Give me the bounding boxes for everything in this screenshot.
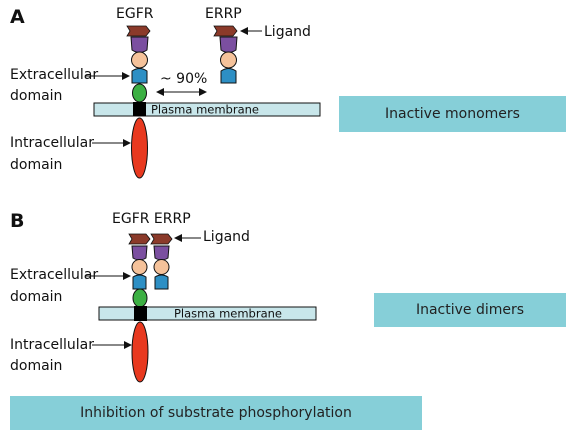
purple-domain-errp-a bbox=[219, 36, 238, 53]
ligand-label: Ligand bbox=[264, 24, 311, 40]
panel-a-letter: A bbox=[10, 6, 25, 28]
transmembrane-b bbox=[134, 306, 147, 321]
purple-domain-b bbox=[131, 245, 148, 261]
green-domain-b bbox=[132, 288, 148, 308]
plasma-membrane-label-a: Plasma membrane bbox=[151, 103, 259, 117]
inhibition-box: Inhibition of substrate phosphorylation bbox=[10, 396, 422, 430]
panel-b-letter: B bbox=[10, 210, 25, 232]
intracellular-label: Intracellular bbox=[10, 135, 95, 151]
ligand-label-b: Ligand bbox=[203, 229, 250, 245]
ligand-egfr-b bbox=[128, 233, 151, 245]
inactive-dimers-box: Inactive dimers bbox=[374, 293, 566, 327]
blue-domain-errp-b bbox=[154, 274, 169, 290]
peach-domain-b bbox=[131, 259, 148, 275]
egfr-receptor-a bbox=[126, 25, 151, 179]
similarity-label: ~ 90% bbox=[160, 71, 208, 87]
peach-domain-errp-a bbox=[220, 51, 237, 69]
transmembrane-a bbox=[133, 102, 146, 116]
extracellular-domain-label-b: domain bbox=[10, 289, 63, 305]
egfr-errp-label: EGFR ERRP bbox=[112, 211, 191, 227]
extracellular-domain-label: domain bbox=[10, 88, 63, 104]
inactive-monomers-box: Inactive monomers bbox=[339, 96, 566, 132]
ligand-egfr-a bbox=[126, 25, 151, 37]
intracellular-domain-label: domain bbox=[10, 157, 63, 173]
blue-domain-a bbox=[131, 68, 148, 84]
plasma-membrane-a bbox=[93, 102, 321, 117]
blue-domain-b bbox=[132, 274, 147, 290]
peach-domain-errp-b bbox=[153, 259, 170, 275]
intracellular-domain-label-b: domain bbox=[10, 358, 63, 374]
purple-domain-a bbox=[130, 36, 149, 53]
plasma-membrane-label-b: Plasma membrane bbox=[174, 307, 282, 321]
ligand-errp-b bbox=[150, 233, 173, 245]
egfr-label: EGFR bbox=[116, 6, 154, 22]
errp-label: ERRP bbox=[205, 6, 242, 22]
extracellular-label-b: Extracellular bbox=[10, 267, 99, 283]
extracellular-label: Extracellular bbox=[10, 67, 99, 83]
green-domain-a bbox=[132, 83, 147, 103]
errp-receptor-a bbox=[213, 25, 238, 84]
ligand-errp-a bbox=[213, 25, 238, 37]
peach-domain-a bbox=[131, 51, 148, 69]
intracellular-domain-a bbox=[131, 117, 148, 179]
intracellular-domain-b bbox=[131, 321, 149, 383]
intracellular-label-b: Intracellular bbox=[10, 337, 95, 353]
errp-receptor-b bbox=[153, 245, 170, 290]
purple-domain-errp-b bbox=[153, 245, 170, 261]
blue-domain-errp-a bbox=[220, 68, 237, 84]
plasma-membrane-b bbox=[98, 306, 317, 321]
egfr-receptor-b bbox=[131, 245, 149, 383]
